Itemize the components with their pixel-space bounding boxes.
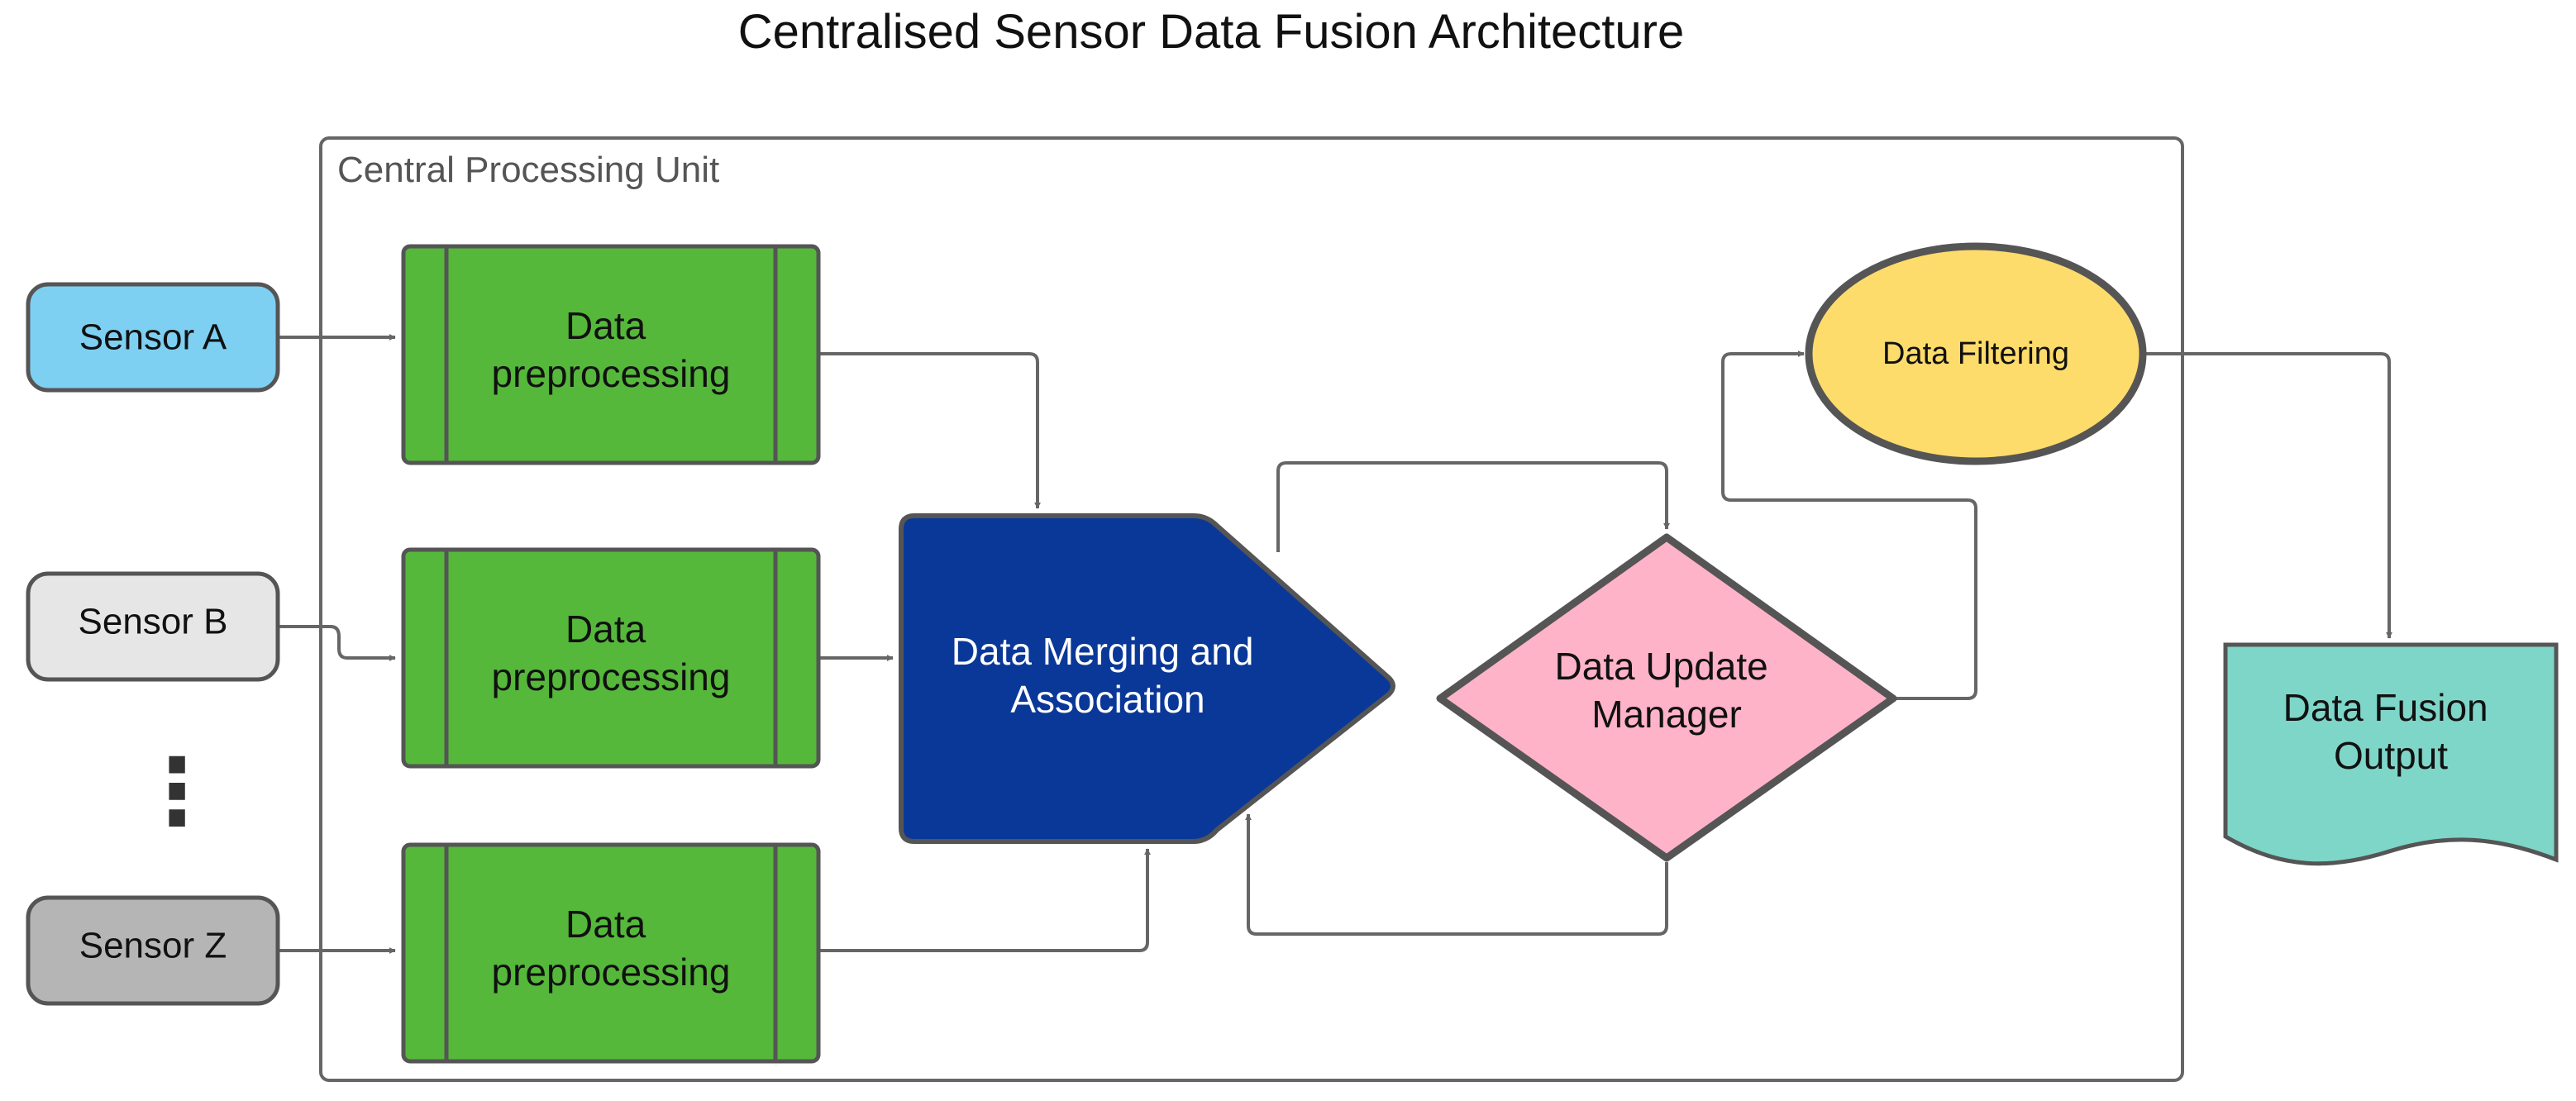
output-node: Data Fusion Output xyxy=(2223,642,2559,866)
preprocessing-block-2: Data preprocessing xyxy=(401,547,821,769)
connector-filtering-to-output xyxy=(2144,352,2392,639)
connector-merging-to-update-manager xyxy=(1276,461,1670,552)
merging-label: Data Merging and Association xyxy=(952,630,1264,721)
preprocessing-3-shape xyxy=(401,842,821,1064)
preprocessing-3-line-1: Data xyxy=(565,903,646,946)
update-manager-node: Data Update Manager xyxy=(1436,533,1897,862)
output-line-2: Output xyxy=(2334,734,2448,777)
update-manager-line-1: Data Update xyxy=(1554,645,1767,688)
sensor-b-shape xyxy=(26,571,280,682)
connector-update-manager-to-filtering xyxy=(1721,350,1977,700)
filtering-label: Data Filtering xyxy=(1882,336,2069,371)
sensor-z-node: Sensor Z xyxy=(26,895,280,1006)
preprocessing-block-3: Data preprocessing xyxy=(401,842,821,1064)
sensor-a-node: Sensor A xyxy=(26,282,280,393)
preprocessing-1-shape xyxy=(401,244,821,465)
preprocessing-2-line-1: Data xyxy=(565,608,646,651)
preprocessing-3-label: Data preprocessing xyxy=(492,903,731,994)
update-manager-label: Data Update Manager xyxy=(1554,645,1778,736)
preprocessing-3-line-2: preprocessing xyxy=(492,951,731,994)
connector-preprocessing-1-to-merging xyxy=(818,352,1041,509)
preprocessing-1-line-1: Data xyxy=(565,304,646,347)
connectors xyxy=(278,334,2392,954)
merging-node: Data Merging and Association xyxy=(899,513,1395,844)
container-label: Central Processing Unit xyxy=(337,150,719,190)
preprocessing-1-label: Data preprocessing xyxy=(492,304,731,395)
preprocessing-block-1: Data preprocessing xyxy=(401,244,821,465)
output-label: Data Fusion Output xyxy=(2283,686,2499,777)
sensor-ellipsis: ⋮ xyxy=(131,741,222,843)
output-shape xyxy=(2223,642,2559,866)
connector-update-manager-feedback-to-merging xyxy=(1245,813,1668,936)
sensor-z-label: Sensor Z xyxy=(79,926,227,966)
preprocessing-2-label: Data preprocessing xyxy=(492,608,731,698)
output-line-1: Data Fusion xyxy=(2283,686,2488,729)
merging-line-1: Data Merging and xyxy=(952,630,1254,673)
sensor-b-node: Sensor B xyxy=(26,571,280,682)
update-manager-line-2: Manager xyxy=(1591,693,1742,736)
filtering-node: Data Filtering xyxy=(1805,242,2147,465)
sensor-b-label: Sensor B xyxy=(79,602,228,642)
sensor-a-shape xyxy=(26,282,280,393)
preprocessing-1-line-2: preprocessing xyxy=(492,352,731,395)
sensor-a-label: Sensor A xyxy=(79,317,227,358)
connector-preprocessing-3-to-merging xyxy=(818,848,1151,952)
preprocessing-2-line-2: preprocessing xyxy=(492,655,731,698)
merging-shape xyxy=(899,513,1395,844)
sensor-z-shape xyxy=(26,895,280,1006)
merging-line-2: Association xyxy=(1010,678,1205,721)
preprocessing-2-shape xyxy=(401,547,821,769)
connector-sensor-b-to-preprocessing xyxy=(278,625,396,661)
update-manager-shape xyxy=(1436,533,1897,862)
diagram-title: Centralised Sensor Data Fusion Architect… xyxy=(738,5,1684,59)
filtering-shape xyxy=(1805,242,2147,465)
